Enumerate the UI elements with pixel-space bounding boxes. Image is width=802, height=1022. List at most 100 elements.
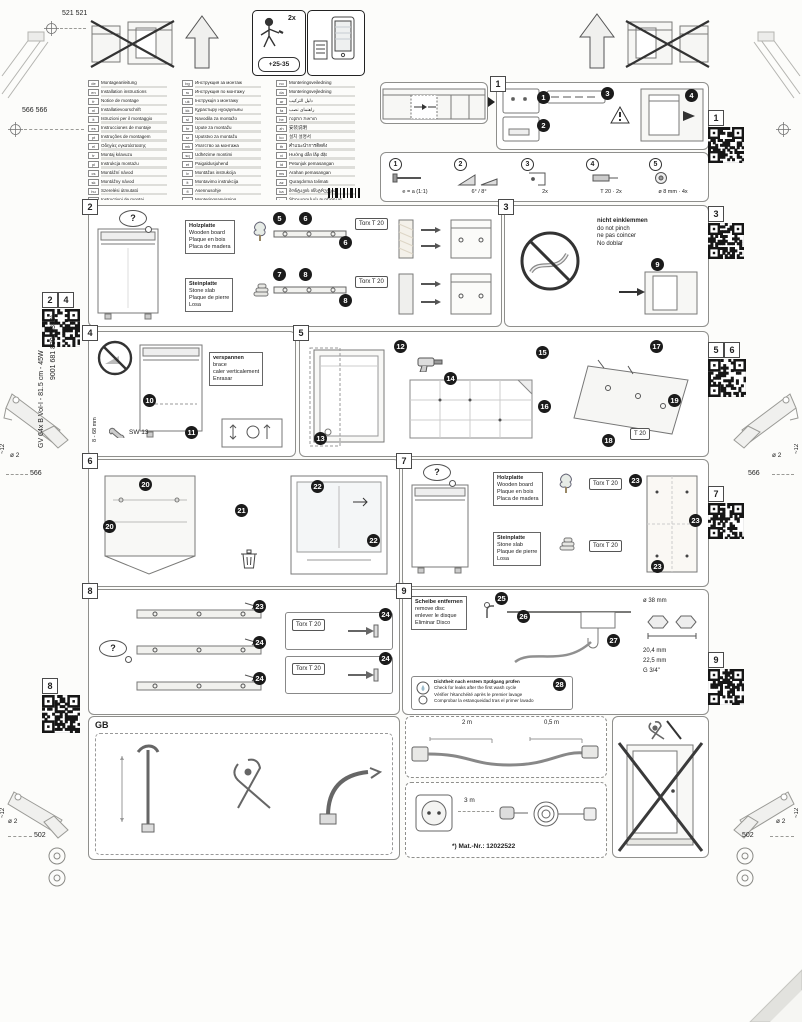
panel-4-number: 4 xyxy=(82,325,98,341)
panel-1: 1 1 2 3 4 xyxy=(490,76,709,150)
step-marker: 8 xyxy=(299,268,312,281)
sealant-gun-tool xyxy=(733,393,799,449)
language-title: 安装说明 xyxy=(289,125,366,133)
step-marker: 23 xyxy=(689,514,702,527)
step-marker: 24 xyxy=(379,608,392,621)
language-code: sk xyxy=(88,178,99,186)
dishwasher-side-illustration xyxy=(309,347,385,447)
language-code: ms xyxy=(276,169,287,177)
no-door-force-panel xyxy=(612,716,709,858)
screw-detail-box: Torx T 20 xyxy=(285,612,393,650)
qr-code xyxy=(41,694,81,738)
language-code: it xyxy=(88,115,99,123)
step-marker: 10 xyxy=(143,394,156,407)
step-marker: 7 xyxy=(273,268,286,281)
step-marker: 20 xyxy=(139,478,152,491)
warn-de: nicht einklemmen xyxy=(597,218,648,224)
panel-2: 2 ? Holzplatte Wooden board Plaque en bo… xyxy=(82,199,502,327)
language-title: Monteringsveiledning xyxy=(289,80,366,88)
installer-count: 2x xyxy=(288,15,296,22)
step-marker: 11 xyxy=(185,426,198,439)
language-entry: roInstrucţiuni de montaj xyxy=(88,196,178,200)
language-code: no xyxy=(276,80,287,87)
step-marker: 17 xyxy=(650,340,663,353)
drill-depth-label: ~12 xyxy=(0,807,6,818)
registration-mark xyxy=(44,21,59,36)
wood-label-fr: Plaque en bois xyxy=(497,489,534,495)
spine-code-text: 9001 681 830 (0310) xyxy=(50,315,57,380)
fastener-icons xyxy=(392,172,667,186)
language-code: lv xyxy=(182,169,193,177)
screw-detail-box: Torx T 20 xyxy=(285,656,393,694)
step-marker: 3 xyxy=(601,87,614,100)
torx-label: Torx T 20 xyxy=(292,619,325,631)
step-marker: 19 xyxy=(668,394,681,407)
step-marker: 21 xyxy=(235,504,248,517)
step-marker: 14 xyxy=(444,372,457,385)
language-title: Montaj kılavuzu xyxy=(101,152,178,160)
warn-en: do not pinch xyxy=(597,225,630,232)
language-code: tr xyxy=(88,151,99,159)
step-marker: 15 xyxy=(536,346,549,359)
language-title: Инструкция за монтаж xyxy=(195,80,272,88)
qr-pattern xyxy=(41,308,81,348)
stone-label-fr: Plaque de pierre xyxy=(189,295,230,301)
wood-label-es: Placa de madera xyxy=(189,244,231,250)
step-marker: 22 xyxy=(367,534,380,547)
foot-adjust-box xyxy=(221,418,283,448)
thread-size-label: G 3/4" xyxy=(643,668,660,674)
language-code: vi xyxy=(276,151,287,159)
panel-8: 8 ? 23 24 24 Torx T 20 24 Torx T 20 24 xyxy=(82,583,400,715)
wood-label-es: Placa de madera xyxy=(497,496,539,502)
stone-label-en: Stone slab xyxy=(497,542,523,548)
language-code: pt xyxy=(88,133,99,141)
language-code: he xyxy=(276,115,287,123)
brace-label-box: verspannen brace caler verticalement Enr… xyxy=(209,352,264,386)
language-code: hr xyxy=(182,124,193,132)
leak-check-box: Dichtheit nach erstem Spülgang prüfen Ch… xyxy=(411,676,573,710)
leader-line xyxy=(6,474,28,475)
step-marker: 18 xyxy=(602,434,615,447)
leak-fr: Vérifier l'étanchéité après le premier l… xyxy=(434,691,523,697)
adjusting-feet-icon xyxy=(736,847,754,887)
language-title: Udhëzime montimi xyxy=(195,152,272,160)
qr-group-8: 8 xyxy=(40,678,88,740)
language-title: Instruções de montagem xyxy=(101,134,178,142)
leak-de: Dichtheit nach erstem Spülgang prüfen xyxy=(434,679,520,684)
step-marker: 8 xyxy=(339,294,352,307)
hose-diameter-label: ø 38 mm xyxy=(643,598,667,604)
hose-illustration xyxy=(411,737,599,767)
manual-reference-box xyxy=(307,10,365,76)
stone-label-es: Losa xyxy=(497,556,509,562)
stone-label-box: Steinplatte Stone slab Plaque de pierre … xyxy=(493,532,542,566)
step-marker: 25 xyxy=(495,592,508,605)
qr-1-label: 1 xyxy=(708,110,724,126)
torx-label: Torx T 20 xyxy=(355,218,388,230)
dishwasher-tub-illustration xyxy=(290,475,388,575)
warn-fr: ne pas coincer xyxy=(597,233,637,239)
brace-fr: caler verticalement xyxy=(213,369,260,375)
gb-tools-illustration xyxy=(120,744,383,833)
part-number: 2 xyxy=(454,158,467,171)
kitchen-row-illustration xyxy=(382,88,486,120)
stone-label-es: Losa xyxy=(189,302,201,308)
language-title: Құрастыру нұсқаулығы xyxy=(195,107,272,115)
sealant-gun-tool xyxy=(7,791,69,839)
step-marker: 4 xyxy=(685,89,698,102)
qr-pattern xyxy=(707,502,745,540)
step-marker: 6 xyxy=(299,212,312,225)
installer-effort-box: 2x +25-35 xyxy=(252,10,306,76)
language-code: ko xyxy=(276,133,287,141)
torx-label: Torx T 20 xyxy=(292,663,325,675)
